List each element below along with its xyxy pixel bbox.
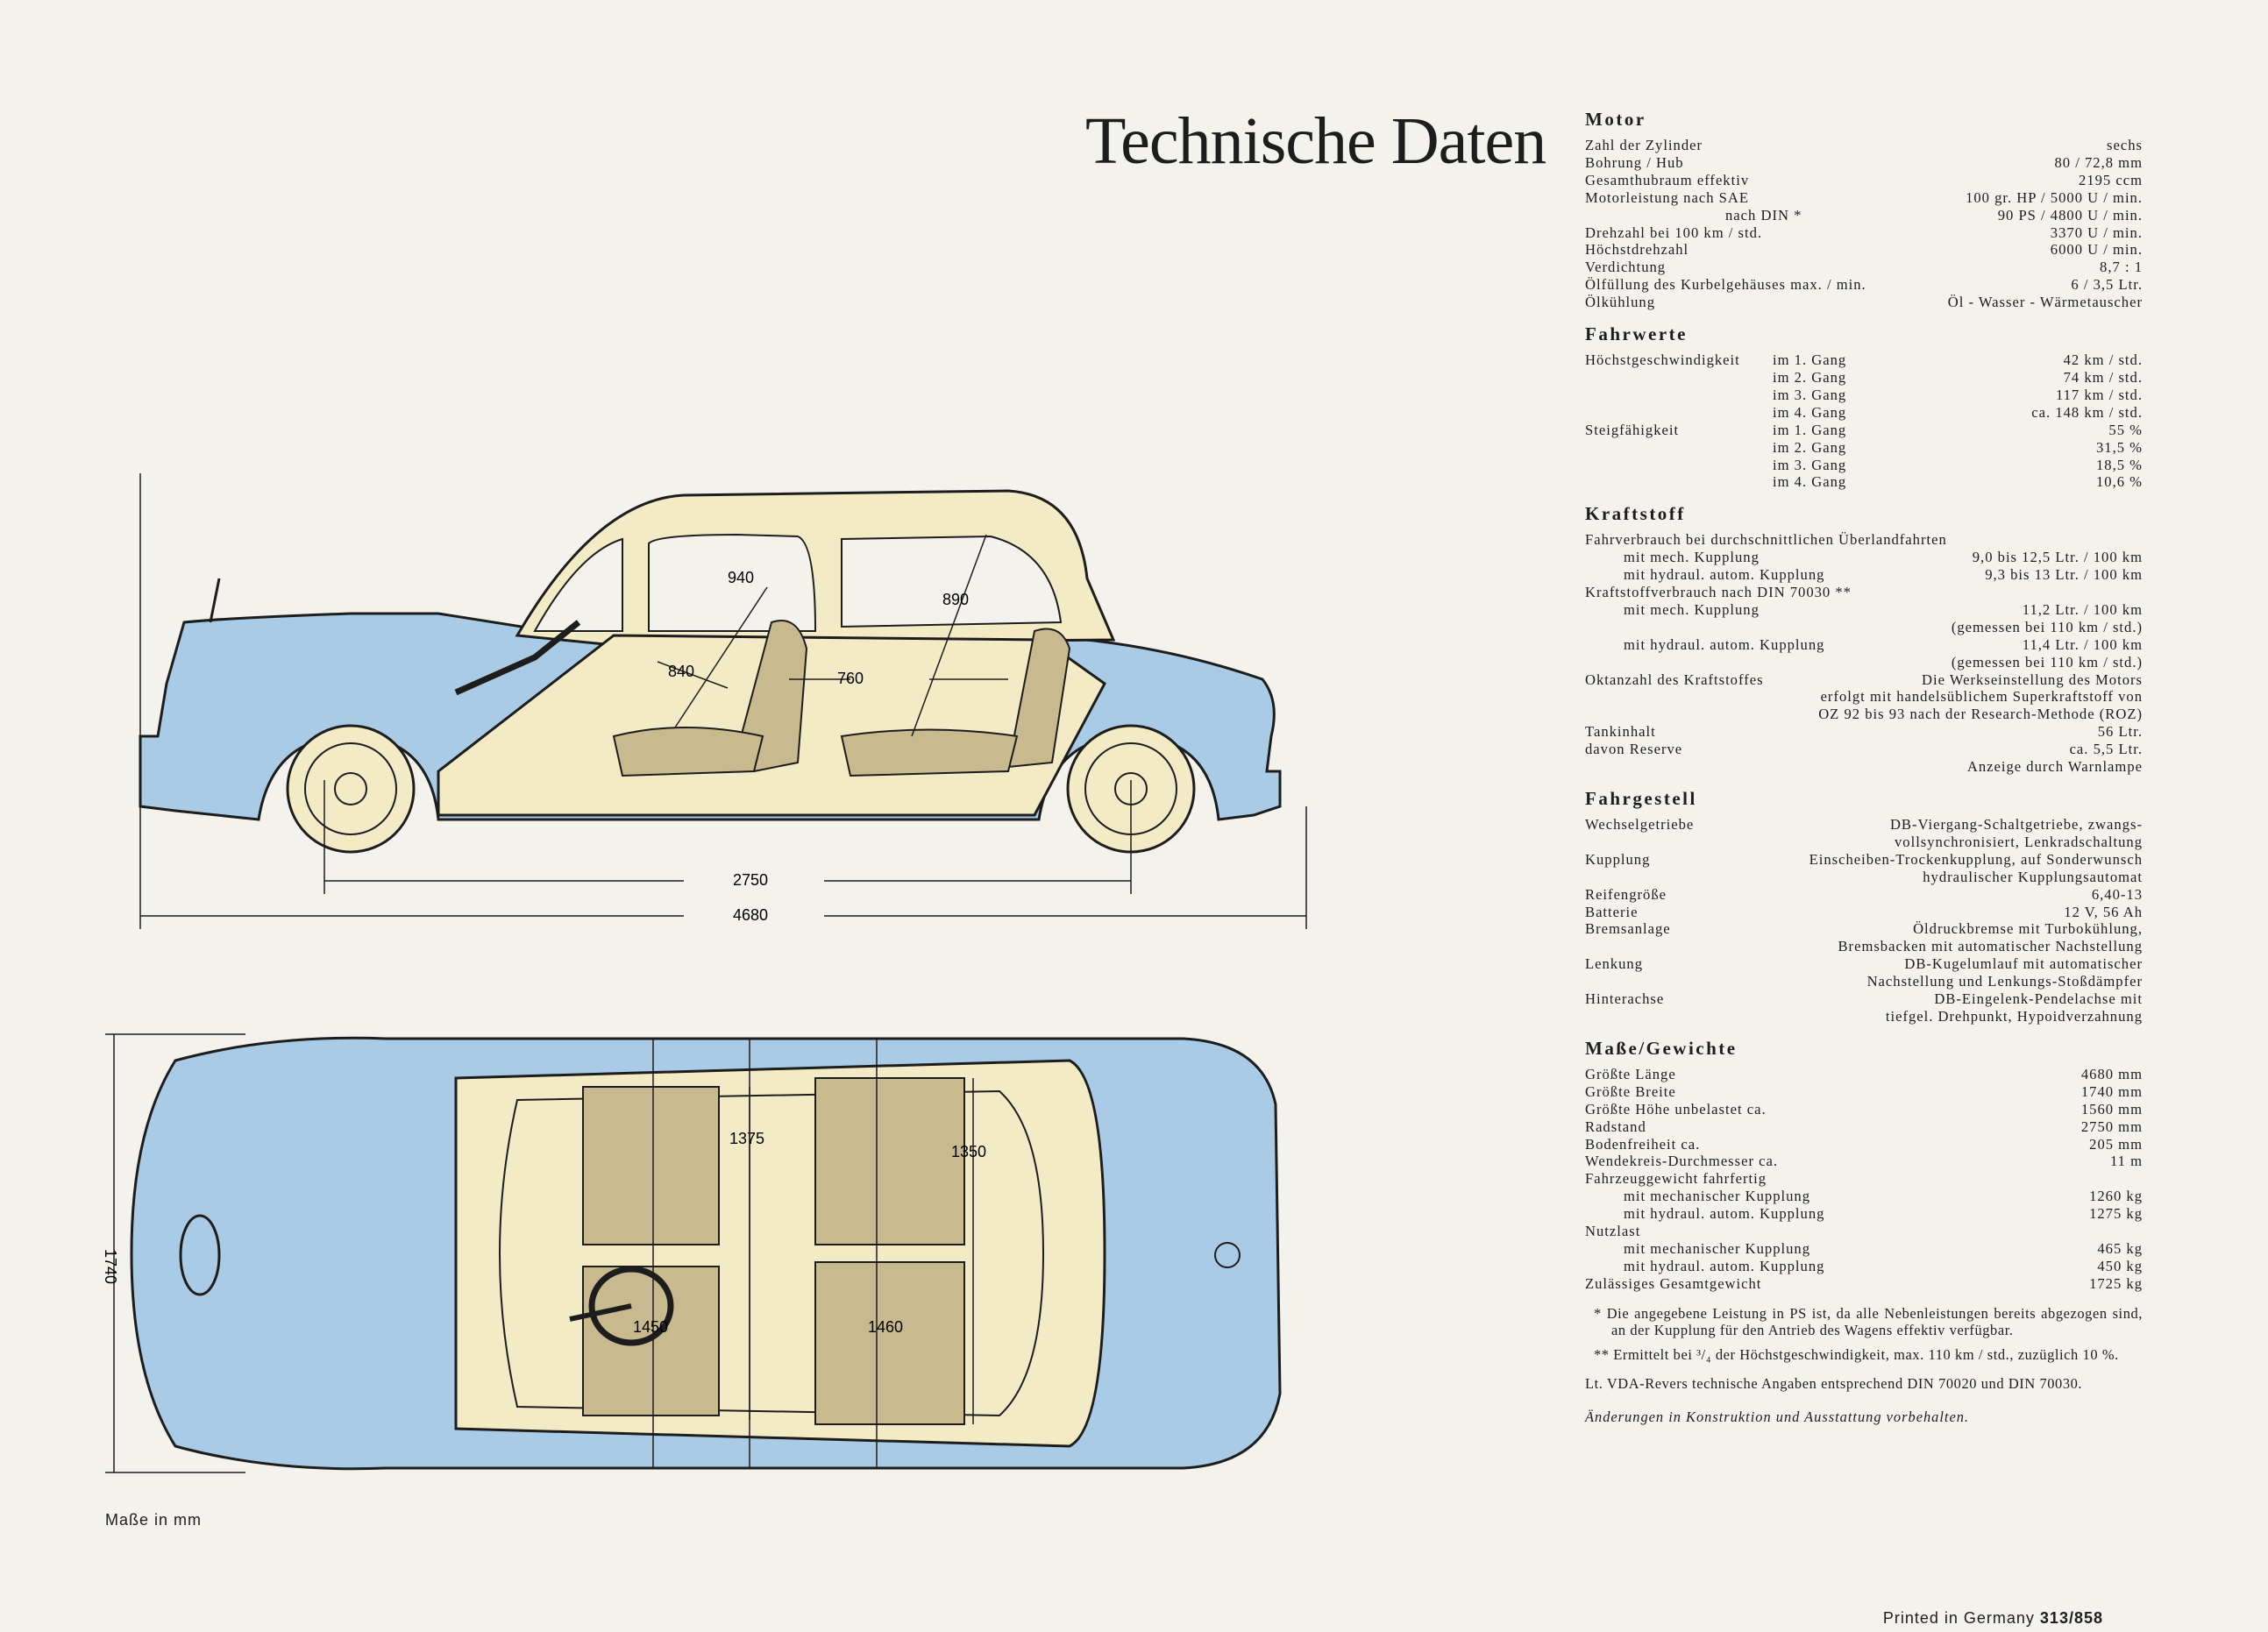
label-1350: 1350 xyxy=(951,1143,986,1160)
masse-row: Fahrzeuggewicht fahrfertig xyxy=(1585,1170,1767,1188)
kraftstoff-sub: (gemessen bei 110 km / std.) xyxy=(1951,653,2143,671)
label-1460: 1460 xyxy=(868,1318,903,1336)
masse-row: Größte Höhe unbelastet ca.1560 mm xyxy=(1585,1100,2143,1118)
label-760: 760 xyxy=(837,670,864,687)
dimensions-note: Maße in mm xyxy=(105,1511,203,1529)
motor-row: nach DIN *90 PS / 4800 U / min. xyxy=(1725,206,2143,224)
kraftstoff-sub: (gemessen bei 110 km / std.) xyxy=(1951,618,2143,635)
page-title: Technische Daten xyxy=(1085,104,1546,178)
kraftstoff-line: Fahrverbrauch bei durchschnittlichen Übe… xyxy=(1585,531,1947,549)
printed-note: Printed in Germany 313/858 xyxy=(1882,1609,2103,1627)
label-1740: 1740 xyxy=(102,1249,119,1284)
fahrwerte-heading: Fahrwerte xyxy=(1585,323,1688,345)
kraftstoff-block: Fahrverbrauch bei durchschnittlichen Übe… xyxy=(1585,531,2143,776)
label-840: 840 xyxy=(668,663,694,680)
kraftstoff-sub: Anzeige durch Warnlampe xyxy=(1966,758,2143,776)
masse-row: Nutzlast xyxy=(1585,1223,1641,1240)
masse-row: Wendekreis-Durchmesser ca.11 m xyxy=(1585,1153,2143,1170)
label-2750: 2750 xyxy=(733,871,768,889)
label-1375: 1375 xyxy=(729,1130,764,1147)
label-4680: 4680 xyxy=(733,906,768,924)
kraftstoff-heading: Kraftstoff xyxy=(1585,503,1686,525)
top-view-drawing: 1740 1375 1350 1450 1460 xyxy=(102,1033,1282,1473)
label-890: 890 xyxy=(942,591,969,608)
footnote-3: Lt. VDA-Revers technische Angaben entspr… xyxy=(1585,1375,2083,1393)
kraftstoff-sub: OZ 92 bis 93 nach der Research-Methode (… xyxy=(1818,706,2143,723)
side-view-drawing: 940 890 840 760 2750 4680 xyxy=(139,473,1307,929)
footnote-2: ** Ermittelt bei ³/₄ der Höchstgeschwind… xyxy=(1594,1345,2119,1363)
label-1450: 1450 xyxy=(633,1318,668,1336)
motor-row: Ölfüllung des Kurbelgehäuses max. / min.… xyxy=(1585,276,2143,294)
kraftstoff-sub: erfolgt mit handelsüblichem Superkraftst… xyxy=(1820,688,2143,706)
motor-heading: Motor xyxy=(1585,109,1646,130)
masse-row: Bodenfreiheit ca.205 mm xyxy=(1585,1135,2143,1153)
motor-row: Drehzahl bei 100 km / std.3370 U / min. xyxy=(1585,224,2143,241)
masse-heading: Maße/Gewichte xyxy=(1585,1037,1738,1059)
kraftstoff-line: Kraftstoffverbrauch nach DIN 70030 ** xyxy=(1585,584,1852,601)
disclaimer: Änderungen in Konstruktion und Ausstattu… xyxy=(1585,1408,1970,1425)
footnote-1: * Die angegebene Leistung in PS ist, da … xyxy=(1594,1304,2143,1339)
label-940: 940 xyxy=(728,569,754,586)
fahrgestell-heading: Fahrgestell xyxy=(1585,788,1697,809)
